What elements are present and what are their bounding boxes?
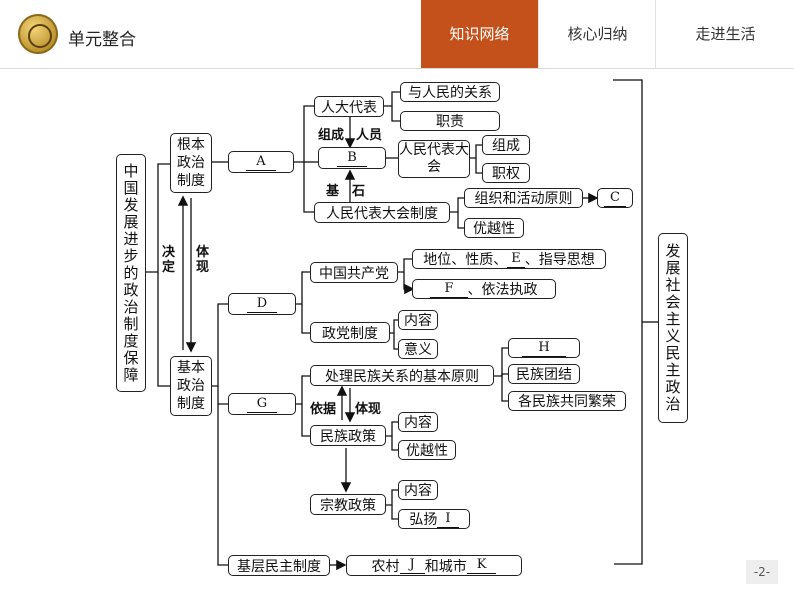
summary-node: 发展社会主义民主政治 xyxy=(658,233,688,423)
blank-d: D xyxy=(228,293,296,315)
blank-c: C xyxy=(597,188,633,208)
powers-node: 职权 xyxy=(482,163,530,183)
blank-h: H xyxy=(508,338,580,358)
grassroots-node: 基层民主制度 xyxy=(228,555,330,576)
ethnic-superiority-node: 优越性 xyxy=(398,440,456,460)
org-principle-node: 组织和活动原则 xyxy=(464,188,583,208)
duty-node: 职责 xyxy=(400,111,500,131)
decide-label: 决定 xyxy=(162,245,176,275)
party-content-node: 内容 xyxy=(398,310,438,330)
compose-label: 组成 xyxy=(318,128,345,143)
people-congress-node: 人民代表大会 xyxy=(398,140,470,178)
school-emblem-icon xyxy=(18,14,58,54)
ethnic-content-node: 内容 xyxy=(398,412,438,432)
page-number: -2- xyxy=(746,560,778,584)
foundation-label-1: 基 xyxy=(326,184,340,199)
basis-label: 依据 xyxy=(310,402,337,417)
foundation-label-2: 石 xyxy=(352,184,366,199)
ethnic-unity-node: 民族团结 xyxy=(508,364,580,384)
cpc-status-node: 地位、性质、E、指导思想 xyxy=(412,249,606,269)
npc-system-node: 人民代表大会制度 xyxy=(314,202,450,223)
personnel-label: 人员 xyxy=(356,128,383,143)
npc-deputies-node: 人大代表 xyxy=(314,96,384,117)
blank-a: A xyxy=(228,151,294,173)
party-system-node: 政党制度 xyxy=(310,322,390,343)
cpc-node: 中国共产党 xyxy=(310,262,398,283)
tab-knowledge-network[interactable]: 知识网络 xyxy=(421,0,538,68)
law-rule-node: F、依法执政 xyxy=(412,279,556,299)
root-node: 中国发展进步的政治制度保障 xyxy=(116,154,146,392)
common-prosperity-node: 各民族共同繁荣 xyxy=(508,391,626,411)
blank-g: G xyxy=(228,393,296,415)
blank-b: B xyxy=(318,147,386,169)
superiority-node: 优越性 xyxy=(464,218,524,238)
party-meaning-node: 意义 xyxy=(398,339,438,359)
tab-core-summary[interactable]: 核心归纳 xyxy=(538,0,656,68)
ethnic-principles-node: 处理民族关系的基本原则 xyxy=(310,365,494,386)
relation-people-node: 与人民的关系 xyxy=(400,82,500,102)
ethnic-policy-node: 民族政策 xyxy=(310,425,386,446)
tab-into-life[interactable]: 走进生活 xyxy=(655,0,794,68)
embody-label: 体现 xyxy=(196,245,210,275)
religious-content-node: 内容 xyxy=(398,480,438,500)
page-title: 单元整合 xyxy=(68,30,136,50)
basic-system-node: 基本政治制度 xyxy=(170,356,212,416)
composition-node: 组成 xyxy=(482,135,530,155)
religious-policy-node: 宗教政策 xyxy=(310,494,386,515)
header-bar: 单元整合 知识网络 核心归纳 走进生活 xyxy=(0,0,794,69)
embody-label-2: 体现 xyxy=(355,402,382,417)
fundamental-system-node: 根本政治制度 xyxy=(170,133,212,193)
